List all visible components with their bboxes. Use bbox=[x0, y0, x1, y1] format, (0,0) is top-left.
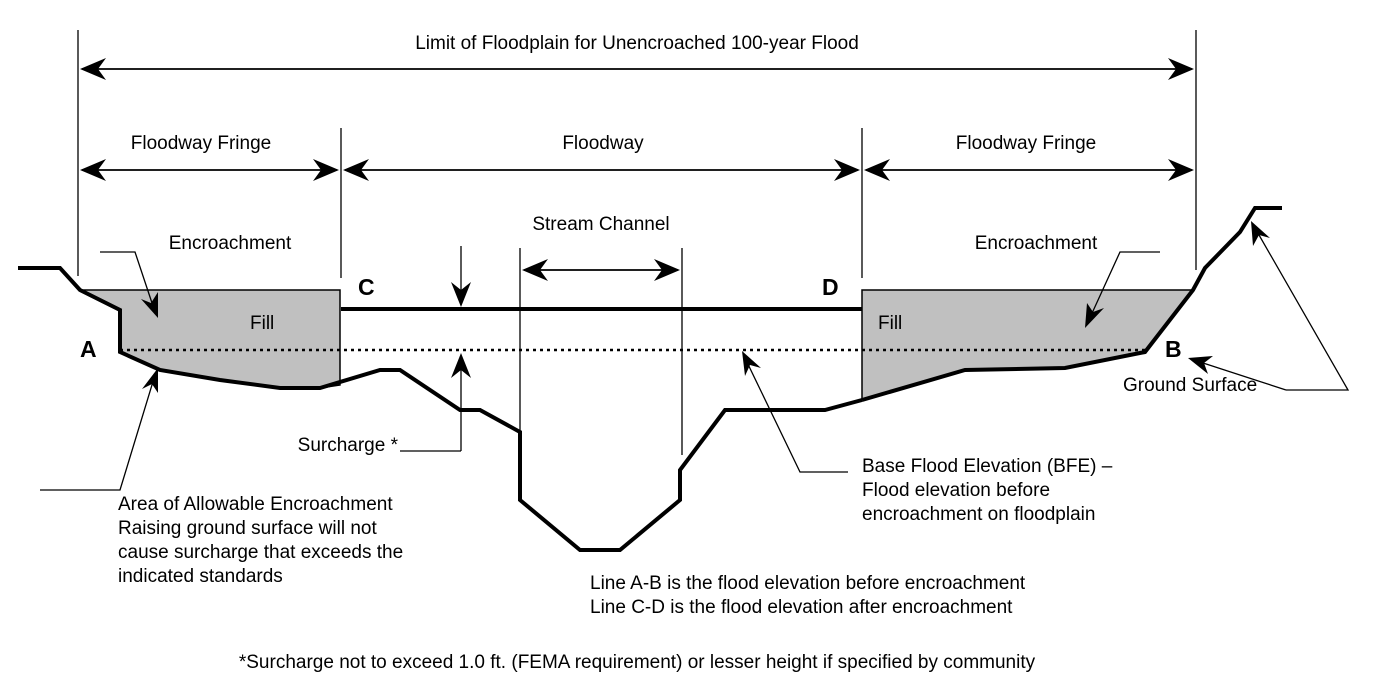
bfe-label-line2: Flood elevation before bbox=[862, 480, 1050, 501]
limit-floodplain-label: Limit of Floodplain for Unencroached 100… bbox=[415, 33, 859, 54]
line-ab-label: Line A-B is the flood elevation before e… bbox=[590, 573, 1026, 594]
allowable-label-line4: indicated standards bbox=[118, 566, 283, 587]
surcharge-label: Surcharge * bbox=[298, 435, 399, 456]
floodway-label: Floodway bbox=[562, 133, 644, 154]
floodway-fringe-left-label: Floodway Fringe bbox=[131, 133, 271, 154]
floodway-dimension bbox=[343, 159, 860, 181]
allowable-label-line3: cause surcharge that exceeds the bbox=[118, 542, 403, 563]
bfe-leader bbox=[742, 351, 848, 473]
footnote: *Surcharge not to exceed 1.0 ft. (FEMA r… bbox=[239, 652, 1036, 673]
fill-right-label: Fill bbox=[878, 313, 902, 334]
stream-channel-dimension bbox=[522, 259, 680, 281]
encroachment-right-label: Encroachment bbox=[975, 233, 1098, 254]
surcharge-arrow-down bbox=[451, 246, 471, 307]
point-b-label: B bbox=[1165, 336, 1182, 362]
ground-surface-left bbox=[18, 266, 863, 552]
floodway-fringe-left-dimension bbox=[80, 159, 339, 181]
ground-surface-right bbox=[861, 206, 1282, 402]
fill-left-label: Fill bbox=[250, 313, 274, 334]
encroachment-right-leader bbox=[1085, 251, 1160, 328]
floodway-fringe-right-dimension bbox=[864, 159, 1194, 181]
stream-channel-label: Stream Channel bbox=[532, 214, 669, 235]
point-c-label: C bbox=[358, 274, 375, 300]
line-cd-label: Line C-D is the flood elevation after en… bbox=[590, 597, 1013, 618]
encroachment-left-label: Encroachment bbox=[169, 233, 292, 254]
floodway-fringe-right-label: Floodway Fringe bbox=[956, 133, 1096, 154]
limit-floodplain-dimension bbox=[80, 58, 1194, 80]
bfe-label-line3: encroachment on floodplain bbox=[862, 504, 1095, 525]
point-a-label: A bbox=[80, 336, 97, 362]
allowable-label-line1: Area of Allowable Encroachment bbox=[118, 494, 393, 515]
allowable-encroachment-leader bbox=[40, 368, 158, 491]
allowable-label-line2: Raising ground surface will not bbox=[118, 518, 377, 539]
bfe-label-line1: Base Flood Elevation (BFE) – bbox=[862, 456, 1113, 477]
encroachment-left-leader bbox=[100, 251, 158, 318]
ground-surface-leader bbox=[1188, 221, 1350, 391]
surcharge-arrow-up bbox=[451, 353, 471, 451]
ground-surface-label: Ground Surface bbox=[1123, 375, 1257, 396]
point-d-label: D bbox=[822, 274, 839, 300]
